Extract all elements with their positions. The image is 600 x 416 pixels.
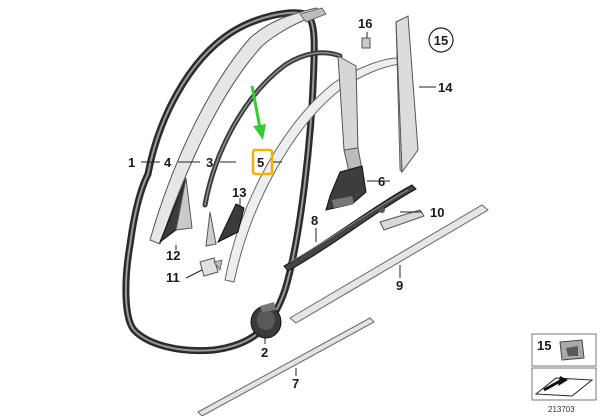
callout-14: 14 (438, 80, 453, 95)
sill-trim-part-9 (289, 204, 489, 324)
callout-1: 1 (128, 155, 135, 170)
pointer-arrow (250, 85, 266, 140)
sill-strip-part-8 (283, 184, 417, 272)
callout-12: 12 (166, 248, 180, 263)
triangle-trim-part-13 (205, 203, 245, 247)
callout-5: 5 (257, 155, 264, 170)
callout-7: 7 (292, 376, 299, 391)
callout-9: 9 (396, 278, 403, 293)
pillar-trim-part-14 (395, 15, 419, 174)
trim-strip-part-4 (149, 7, 327, 245)
triangle-trim-part-12 (158, 177, 193, 244)
lower-trim-part-7 (197, 317, 375, 416)
window-channel-part-3 (202, 50, 343, 208)
reference-number: 213703 (548, 405, 575, 414)
bracket-part-6 (325, 165, 367, 211)
clip-part-11 (199, 257, 223, 277)
callout-8: 8 (311, 213, 318, 228)
highlight-box (251, 148, 274, 176)
callout-16: 16 (358, 16, 372, 31)
svg-text:15: 15 (434, 33, 448, 48)
callout-4: 4 (164, 155, 172, 170)
leader-lines (141, 32, 436, 376)
detail-box-label: 15 (537, 338, 551, 353)
callout-13: 13 (232, 185, 246, 200)
grommet-part-2 (250, 302, 282, 339)
clip-part-16 (361, 37, 371, 49)
callout-3: 3 (206, 155, 213, 170)
callout-6: 6 (378, 174, 385, 189)
callout-15-circle: 15 (428, 27, 454, 53)
detail-box: 15 (531, 333, 597, 401)
callout-10: 10 (430, 205, 444, 220)
clip-strip-part-10 (379, 207, 425, 231)
callout-11: 11 (166, 270, 180, 285)
callout-2: 2 (261, 345, 268, 360)
